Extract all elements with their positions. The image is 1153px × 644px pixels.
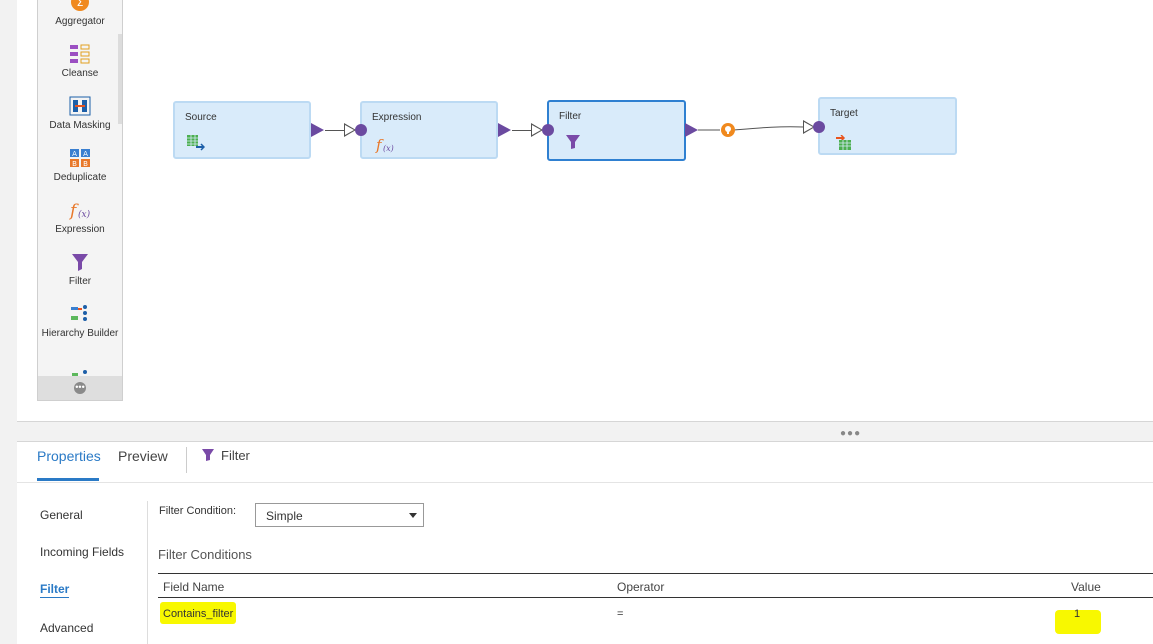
node-filter[interactable]: Filter — [547, 100, 686, 161]
palette-label: Cleanse — [61, 68, 99, 79]
column-header-operator: Operator — [617, 580, 665, 594]
column-header-value: Value — [1071, 580, 1101, 594]
properties-panel: Properties Preview Filter General Incomi… — [17, 441, 1153, 644]
input-arrow — [531, 123, 543, 137]
side-nav-general[interactable]: General — [40, 508, 83, 522]
cell-field-name[interactable]: Contains_filter — [163, 608, 234, 620]
cell-operator[interactable]: = — [617, 608, 624, 620]
expression-icon: f(x) — [38, 200, 122, 221]
node-label: Target — [830, 108, 858, 119]
link-condition-icon[interactable] — [721, 123, 735, 142]
aggregator-icon: Σ — [38, 0, 122, 12]
table-header-border — [158, 597, 1153, 598]
highlight-mark — [160, 602, 236, 624]
palette-item-hierarchy-builder[interactable]: Hierarchy Builder — [38, 304, 122, 339]
object-name: Filter — [221, 448, 250, 463]
hierarchy-builder-icon — [38, 304, 122, 324]
side-nav-advanced[interactable]: Advanced — [40, 621, 94, 635]
output-port[interactable] — [498, 123, 511, 137]
panel-resize-handle[interactable]: ●●● — [840, 428, 862, 439]
link-line — [698, 126, 805, 131]
filter-funnel-icon — [565, 134, 581, 155]
svg-text:A: A — [72, 150, 77, 158]
tab-properties[interactable]: Properties — [37, 448, 101, 464]
palette-label: Data Masking — [49, 120, 111, 131]
table-top-border — [158, 573, 1153, 574]
node-expression[interactable]: Expression f(x) — [360, 101, 498, 159]
palette-item-filter[interactable]: Filter — [38, 252, 122, 287]
side-nav-filter[interactable]: Filter — [40, 582, 70, 598]
svg-text:Σ: Σ — [77, 0, 84, 9]
link-line — [325, 130, 345, 131]
node-label: Filter — [559, 111, 582, 122]
more-icon: ••• — [74, 382, 86, 394]
link-line — [512, 130, 532, 131]
output-port[interactable] — [685, 123, 698, 137]
dropdown-arrow-icon — [409, 513, 417, 518]
palette-label: Filter — [68, 276, 92, 287]
source-table-icon — [187, 135, 206, 156]
svg-text:(x): (x) — [383, 144, 394, 153]
palette-item-expression[interactable]: f(x) Expression — [38, 200, 122, 235]
svg-text:(x): (x) — [78, 209, 91, 220]
svg-text:A: A — [83, 150, 88, 158]
palette-label: Expression — [55, 224, 105, 235]
palette-item-aggregator[interactable]: Σ Aggregator — [38, 0, 122, 27]
palette-label: Aggregator — [55, 16, 105, 27]
filter-condition-label: Filter Condition: — [159, 505, 237, 517]
cell-value[interactable]: 1 — [1074, 608, 1081, 620]
node-label: Source — [185, 112, 217, 123]
palette-more-button[interactable]: ••• — [38, 376, 122, 400]
palette-scrollbar[interactable] — [118, 34, 122, 124]
active-tab-indicator — [37, 478, 99, 481]
svg-text:f: f — [375, 136, 384, 154]
selected-object-label: Filter — [201, 448, 250, 463]
node-label: Expression — [372, 112, 422, 123]
input-arrow — [803, 120, 815, 134]
node-target[interactable]: Target — [818, 97, 957, 155]
content-divider — [147, 501, 148, 644]
palette-item-cleanse[interactable]: Cleanse — [38, 44, 122, 79]
filter-funnel-icon — [202, 449, 214, 461]
input-port[interactable] — [813, 121, 825, 133]
svg-text:B: B — [72, 160, 77, 168]
column-header-field-name: Field Name — [163, 580, 225, 594]
svg-text:B: B — [83, 160, 88, 168]
input-port[interactable] — [542, 124, 554, 136]
filter-condition-select[interactable]: Simple — [255, 503, 424, 527]
properties-tabs: Properties Preview Filter — [17, 442, 1153, 483]
highlight-mark — [1055, 610, 1101, 634]
node-source[interactable]: Source — [173, 101, 311, 159]
mapping-canvas[interactable] — [17, 0, 1153, 422]
input-arrow — [344, 123, 356, 137]
input-port[interactable] — [355, 124, 367, 136]
filter-condition-value: Simple — [266, 509, 303, 523]
cleanse-icon — [38, 44, 122, 64]
tab-divider — [186, 447, 187, 473]
expression-icon: f(x) — [374, 135, 398, 160]
palette-label: Hierarchy Builder — [41, 328, 119, 339]
side-nav-incoming-fields[interactable]: Incoming Fields — [40, 545, 125, 559]
svg-text:f: f — [68, 201, 79, 220]
output-port[interactable] — [311, 123, 324, 137]
target-table-icon — [836, 134, 854, 156]
data-masking-icon — [38, 96, 122, 116]
filter-conditions-title: Filter Conditions — [158, 547, 252, 562]
palette-label: Deduplicate — [53, 172, 107, 183]
palette-item-data-masking[interactable]: Data Masking — [38, 96, 122, 131]
filter-funnel-icon — [38, 252, 122, 272]
tab-preview[interactable]: Preview — [118, 448, 168, 464]
